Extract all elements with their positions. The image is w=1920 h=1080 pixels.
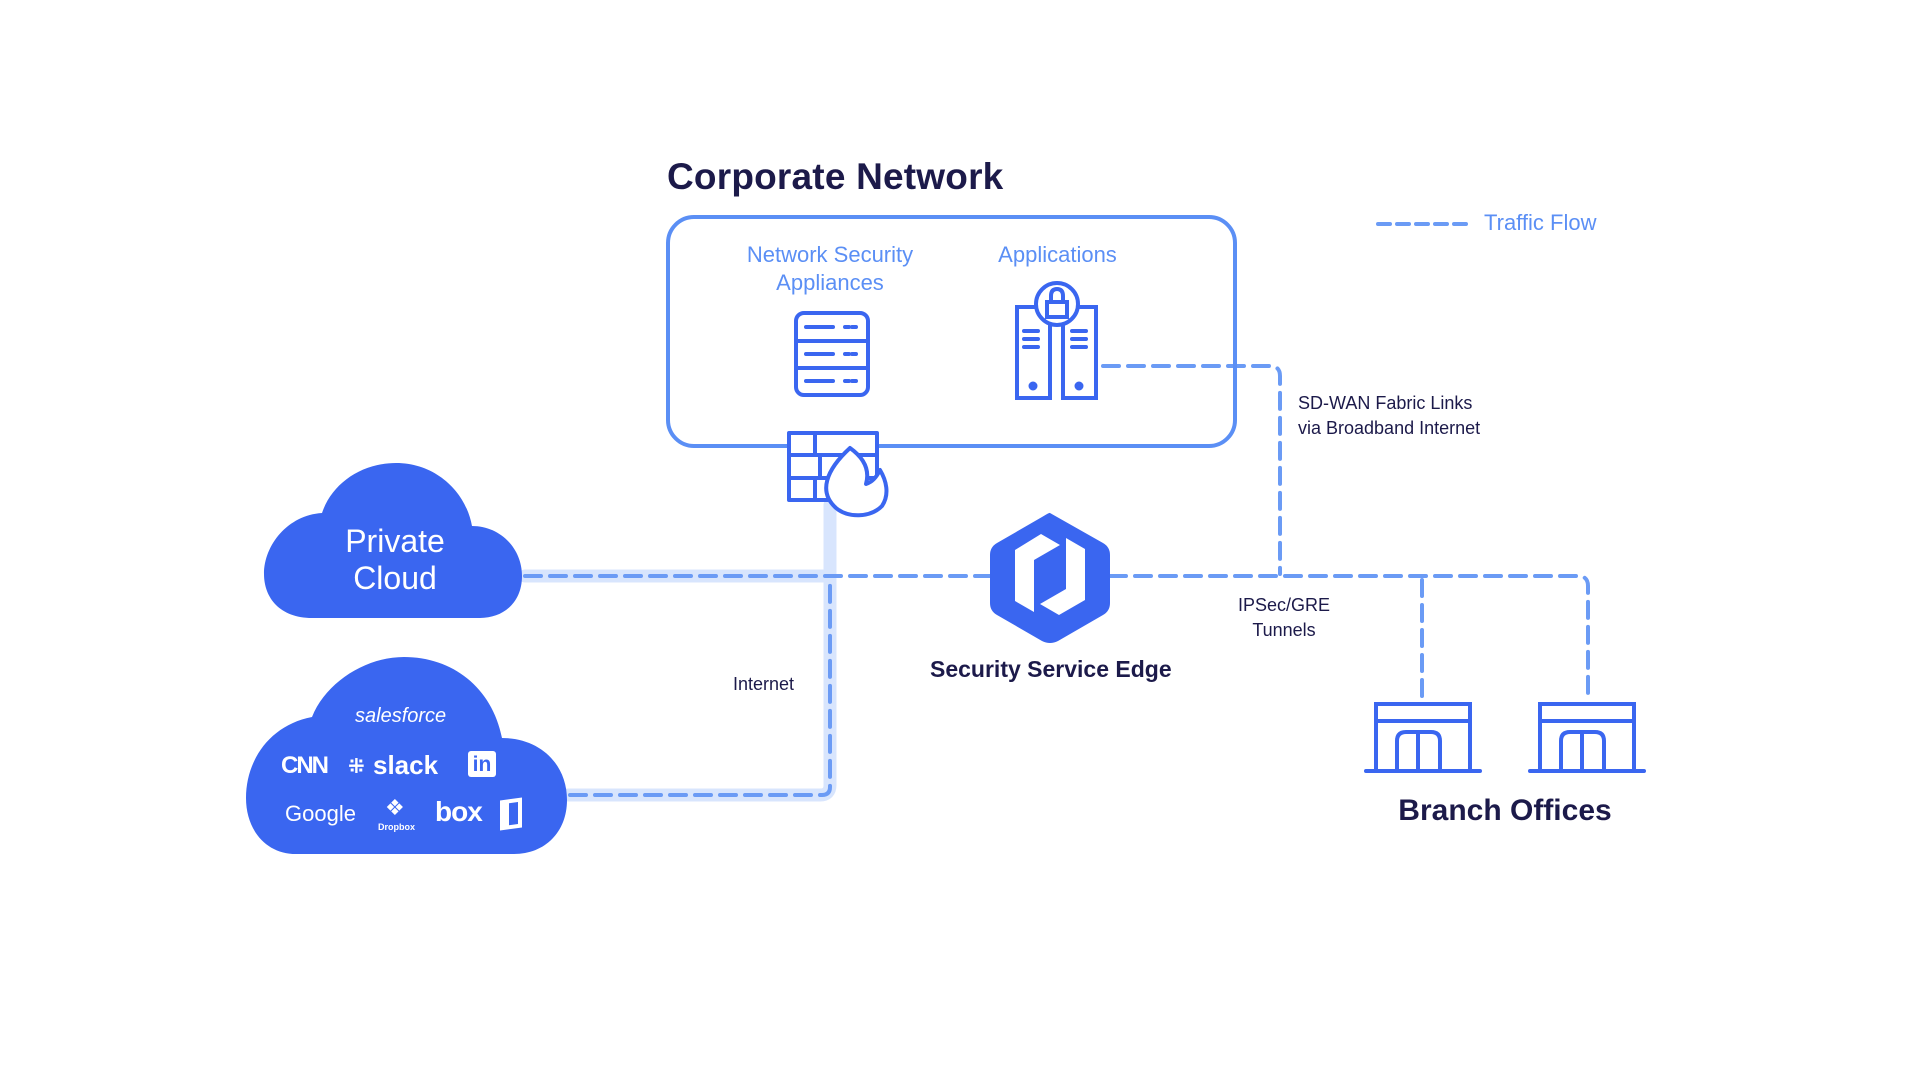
private-cloud-label: Private Cloud bbox=[300, 523, 490, 597]
office-logo bbox=[500, 797, 522, 831]
sdwan-label-line2: via Broadband Internet bbox=[1298, 418, 1481, 438]
dropbox-icon: ❖ bbox=[385, 795, 405, 820]
box-logo: box bbox=[435, 796, 483, 827]
server-rack-icon bbox=[794, 311, 870, 397]
saas-internet-link bbox=[568, 578, 832, 797]
slack-hash-icon: ⁜ bbox=[348, 756, 365, 778]
network-security-label-line2: Appliances bbox=[776, 270, 884, 295]
sse-to-branch-link bbox=[1108, 574, 1590, 702]
locked-servers-icon bbox=[1015, 281, 1098, 400]
traffic-flow-lines bbox=[523, 364, 1590, 797]
ipsec-label: IPSec/GRE Tunnels bbox=[1212, 593, 1356, 643]
cnn-logo: CNN bbox=[281, 752, 329, 779]
internet-halo-path bbox=[518, 498, 837, 802]
sse-label: Security Service Edge bbox=[930, 656, 1172, 682]
applications-label: Applications bbox=[998, 242, 1117, 267]
branch-offices-label: Branch Offices bbox=[1398, 794, 1612, 827]
salesforce-logo: salesforce bbox=[355, 705, 447, 727]
internet-label: Internet bbox=[733, 674, 795, 694]
saas-cloud-shape bbox=[246, 657, 567, 854]
network-security-label: Network Security Appliances bbox=[720, 241, 940, 297]
private-cloud-label-line2: Cloud bbox=[353, 560, 437, 596]
ipsec-label-line2: Tunnels bbox=[1252, 620, 1316, 640]
corporate-network-box bbox=[666, 215, 1237, 448]
branch-office-1-icon bbox=[1364, 702, 1482, 773]
slack-logo: slack bbox=[373, 750, 439, 780]
dropbox-logo: Dropbox bbox=[378, 822, 415, 832]
legend-label: Traffic Flow bbox=[1484, 210, 1597, 235]
firewall-icon bbox=[787, 431, 889, 518]
sdwan-link bbox=[1101, 364, 1282, 576]
network-security-label-line1: Network Security bbox=[746, 242, 914, 267]
branch-office-2-icon bbox=[1528, 702, 1646, 773]
linkedin-logo: in bbox=[468, 751, 496, 777]
page-title: Corporate Network bbox=[667, 156, 1004, 197]
google-logo: Google bbox=[285, 801, 356, 826]
sdwan-label-line1: SD-WAN Fabric Links bbox=[1298, 393, 1473, 413]
private-cloud-shape bbox=[264, 463, 522, 618]
sse-hexagon-logo bbox=[990, 512, 1110, 643]
sdwan-label: SD-WAN Fabric Links via Broadband Intern… bbox=[1298, 391, 1480, 441]
private-cloud-label-line1: Private bbox=[345, 523, 445, 559]
ipsec-label-line1: IPSec/GRE bbox=[1237, 595, 1331, 615]
